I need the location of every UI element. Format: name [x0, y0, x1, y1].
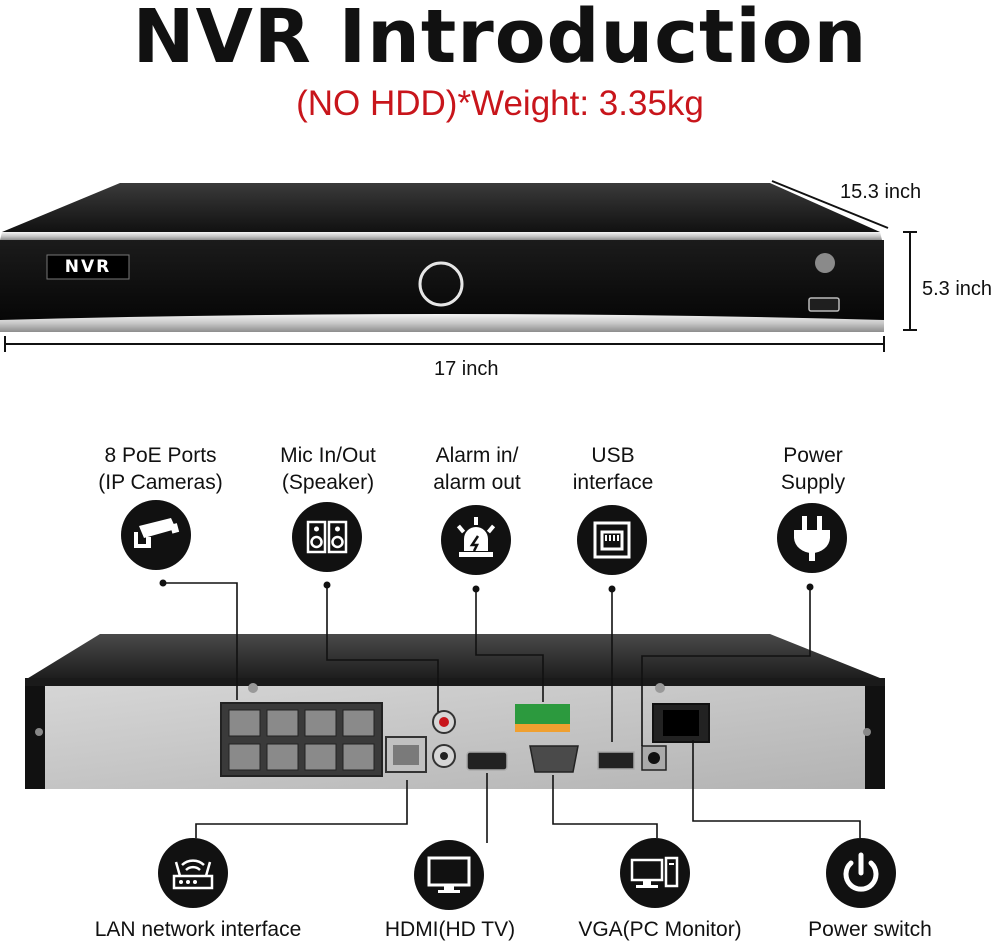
- height-dimension: 5.3 inch: [922, 278, 993, 300]
- nvr-back-unit: [25, 634, 885, 789]
- feature-vga-label: VGA(PC Monitor): [578, 918, 742, 941]
- feature-lan-label: LAN network interface: [94, 918, 302, 941]
- alarm-siren-icon: [441, 505, 511, 575]
- feature-power-switch-label: Power switch: [808, 918, 932, 941]
- feature-label: Supply: [780, 471, 846, 494]
- leader-lines: [163, 582, 861, 843]
- feature-label: 8 PoE Ports: [104, 444, 217, 467]
- width-dimension: 17 inch: [434, 358, 499, 380]
- feature-label: (Speaker): [281, 471, 375, 494]
- cctv-camera-icon: [121, 500, 191, 570]
- feature-power-supply: Power Supply: [740, 442, 886, 496]
- feature-label: USB: [591, 444, 635, 467]
- power-button-icon: [826, 838, 896, 908]
- feature-label: (IP Cameras): [98, 471, 223, 494]
- tv-monitor-icon: [414, 840, 484, 910]
- nvr-badge: NVR: [64, 257, 112, 277]
- dimension-lines: [4, 180, 917, 352]
- feature-label: Power: [783, 444, 843, 467]
- feature-mic: Mic In/Out (Speaker): [255, 442, 401, 496]
- leader-dots: [159, 579, 814, 593]
- page-title: NVR Introduction: [132, 0, 868, 80]
- feature-alarm: Alarm in/ alarm out: [404, 442, 550, 496]
- feature-label: interface: [572, 471, 654, 494]
- depth-dimension: 15.3 inch: [840, 181, 922, 203]
- feature-label: Alarm in/: [435, 444, 519, 467]
- feature-label: Mic In/Out: [280, 444, 376, 467]
- weight-subtitle: (NO HDD)*Weight: 3.35kg: [296, 84, 704, 123]
- feature-label: alarm out: [433, 471, 521, 494]
- feature-poe-ports: 8 PoE Ports (IP Cameras): [73, 442, 248, 496]
- nvr-front-unit: [0, 183, 884, 332]
- feature-hdmi-label: HDMI(HD TV): [384, 918, 516, 941]
- speaker-icon: [292, 502, 362, 572]
- power-plug-icon: [777, 503, 847, 573]
- feature-usb: USB interface: [540, 442, 686, 496]
- usb-port-icon: [577, 505, 647, 575]
- router-icon: [158, 838, 228, 908]
- pc-computer-icon: [620, 838, 690, 908]
